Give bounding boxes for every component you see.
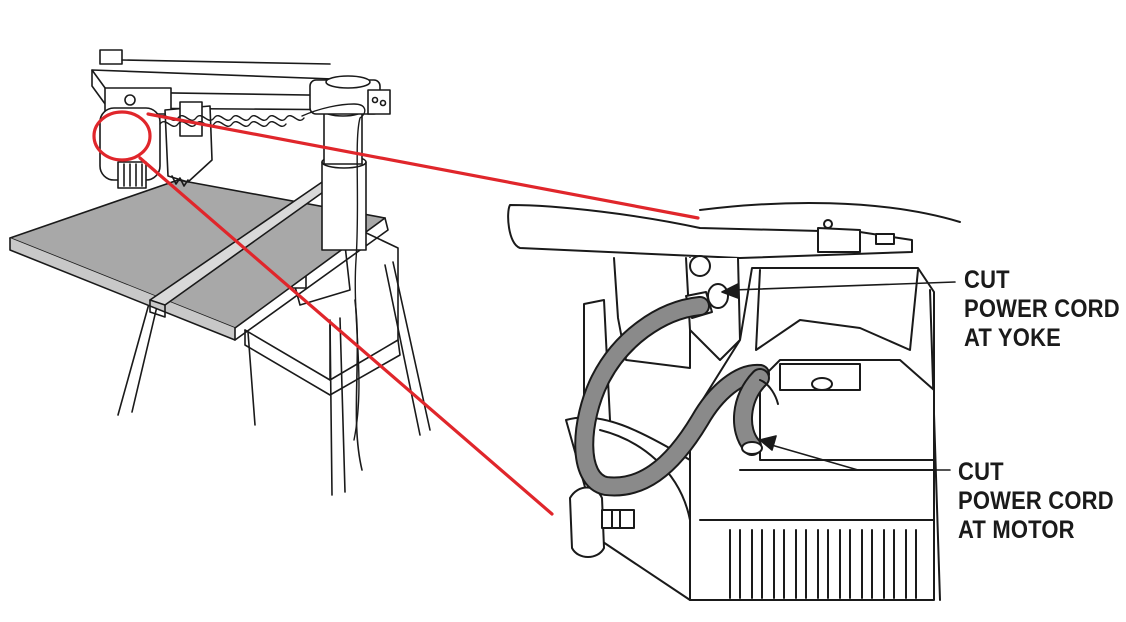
- callout-motor-line-1: CUT: [958, 458, 1004, 486]
- saw-column: [321, 103, 367, 251]
- callout-cut-cord-at-yoke: CUT POWER CORD AT YOKE: [964, 266, 1120, 353]
- callout-yoke-line-1: CUT: [964, 266, 1010, 294]
- detail-knob: [569, 486, 635, 558]
- zoom-line-top: [146, 112, 700, 220]
- zoom-line-bottom: [138, 156, 554, 516]
- callout-motor-line-3: AT MOTOR: [958, 516, 1075, 544]
- detail-leader-lines: [721, 281, 956, 471]
- zoom-highlight: [92, 110, 700, 516]
- yoke-motor-detail-illustration: [507, 201, 961, 601]
- detail-power-cords: [574, 296, 779, 497]
- highlight-circle: [92, 110, 152, 162]
- callout-cut-cord-at-motor: CUT POWER CORD AT MOTOR: [958, 458, 1114, 545]
- callout-motor-line-2: POWER CORD: [958, 487, 1114, 515]
- callout-yoke-line-3: AT YOKE: [964, 324, 1061, 352]
- detail-handle: [507, 201, 961, 259]
- saw-overview-illustration: [9, 49, 431, 496]
- callout-yoke-line-2: POWER CORD: [964, 295, 1120, 323]
